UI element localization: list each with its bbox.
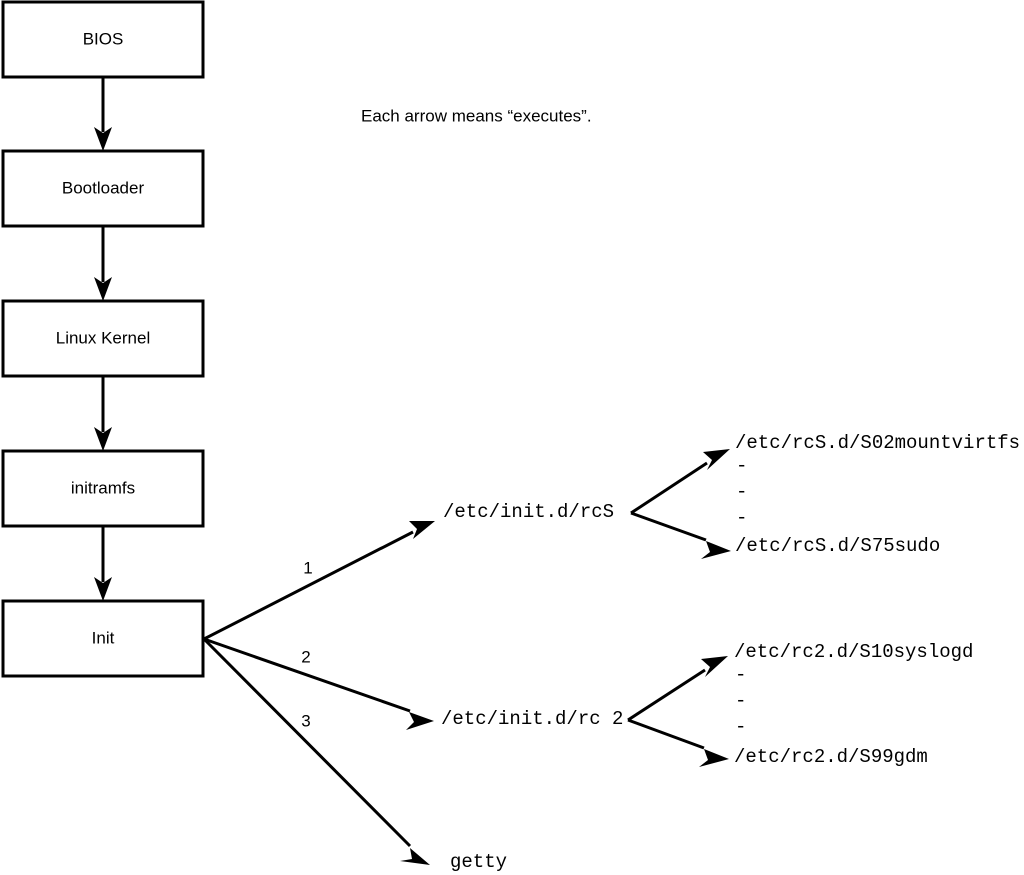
node-initramfs-rect <box>1 449 205 528</box>
label-rc2-last-script: /etc/rc2.d/S99gdm <box>734 746 928 768</box>
arrow-kernel-to-initramfs <box>94 376 112 451</box>
edge-number-3: 3 <box>301 711 310 730</box>
rcs-ellipsis-3: - <box>736 507 747 529</box>
arrow-initramfs-to-init <box>94 526 112 601</box>
node-bios-rect <box>1 0 205 79</box>
node-initramfs-label: initramfs <box>71 478 135 497</box>
node-init[interactable]: Init <box>1 599 205 678</box>
label-rc2-first-script: /etc/rc2.d/S10syslogd <box>734 641 973 663</box>
arrow-init-to-rcs <box>203 521 435 641</box>
label-getty: getty <box>450 851 507 873</box>
node-bootloader[interactable]: Bootloader <box>1 149 205 228</box>
rc2-ellipsis-1: - <box>735 664 746 686</box>
diagram-caption: Each arrow means “executes”. <box>361 106 592 125</box>
arrow-bios-to-bootloader <box>94 77 112 151</box>
label-init-d-rc2: /etc/init.d/rc 2 <box>441 708 623 730</box>
node-linux-kernel-label: Linux Kernel <box>56 328 151 347</box>
node-linux-kernel[interactable]: Linux Kernel <box>1 299 205 378</box>
node-init-rect <box>1 599 205 678</box>
node-init-label: Init <box>92 628 115 647</box>
node-bios[interactable]: BIOS <box>1 0 205 79</box>
arrow-init-to-getty <box>202 637 430 865</box>
edge-number-1: 1 <box>303 558 312 577</box>
arrow-init-to-rc2 <box>203 637 434 730</box>
label-init-d-rcs: /etc/init.d/rcS <box>443 501 614 523</box>
label-rcs-first-script: /etc/rcS.d/S02mountvirtfs <box>735 432 1020 454</box>
rcs-ellipsis-1: - <box>736 455 747 477</box>
node-bootloader-label: Bootloader <box>62 178 145 197</box>
rcs-ellipsis-2: - <box>736 481 747 503</box>
node-bootloader-rect <box>1 149 205 228</box>
arrow-rcs-to-last-script <box>630 511 731 559</box>
node-bios-label: BIOS <box>83 29 124 48</box>
edge-number-2: 2 <box>301 647 310 666</box>
arrow-rcs-to-first-script <box>630 449 730 515</box>
node-initramfs[interactable]: initramfs <box>1 449 205 528</box>
arrow-rc2-to-last-script <box>627 718 729 767</box>
arrow-rc2-to-first-script <box>627 656 728 722</box>
arrow-bootloader-to-kernel <box>94 226 112 301</box>
label-rcs-last-script: /etc/rcS.d/S75sudo <box>735 535 940 557</box>
rc2-ellipsis-2: - <box>735 690 746 712</box>
rc2-ellipsis-3: - <box>735 716 746 738</box>
